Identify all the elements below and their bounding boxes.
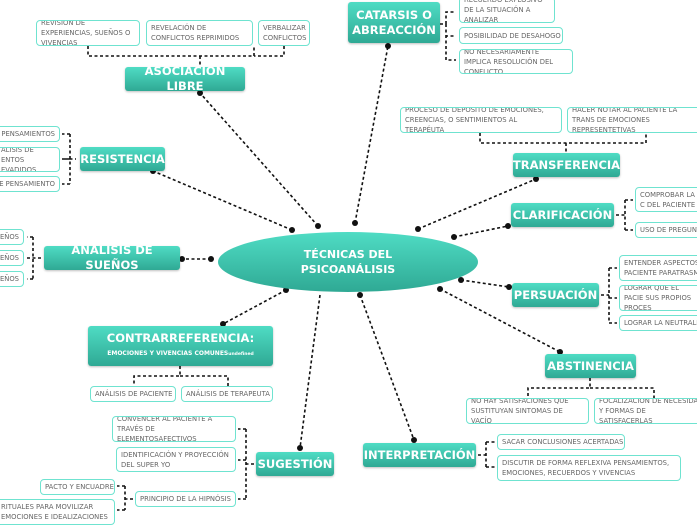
contrarreferencia-title: CONTRARREFERENCIA:: [106, 330, 255, 345]
sub-comprobar[interactable]: COMPROBAR LA C DEL PACIENTE: [635, 187, 697, 212]
subtitle-text: EMOCIONES Y VIVENCIAS COMUNES: [107, 349, 229, 357]
sub-pacto-encuadre[interactable]: PACTO Y ENCUADRE: [40, 479, 115, 495]
sub-resistencia-1[interactable]: PENSAMIENTOS: [0, 126, 60, 142]
sub-no-hay-satisfaciones[interactable]: NO HAY SATISFACIONES QUE SUSTITUYAN SINT…: [466, 398, 589, 424]
sub-suenos-3[interactable]: EÑOS: [0, 271, 24, 287]
node-abstinencia[interactable]: ABSTINENCIA: [545, 354, 636, 378]
sub-neutralidad[interactable]: LOGRAR LA NEUTRALI: [619, 315, 697, 331]
sub-analisis-paciente[interactable]: ANÁLISIS DE PACIENTE: [90, 386, 176, 402]
sub-sacar-conclusiones[interactable]: SACAR CONCLUSIONES ACERTADAS: [497, 434, 625, 450]
sub-suenos-2[interactable]: EÑOS: [0, 250, 24, 266]
central-topic-line2: PSICOANÁLISIS: [300, 263, 396, 276]
contrarreferencia-subtitle: EMOCIONES Y VIVENCIAS COMUNESundefined: [107, 346, 254, 362]
node-transferencia[interactable]: TRANSFERENCIA: [513, 153, 620, 177]
sub-hacer-notar[interactable]: HACER NOTAR AL PACIENTE LA TRANS DE EMOC…: [567, 107, 697, 133]
node-clarificacion[interactable]: CLARIFICACIÓN: [511, 203, 614, 227]
sub-convencer[interactable]: CONVENCER AL PACIENTE A TRAVÉS DE ELEMEN…: [112, 416, 236, 442]
sub-verbalizar[interactable]: VERBALIZAR CONFLICTOS: [258, 20, 310, 46]
sub-uso-preguntas[interactable]: USO DE PREGUNT: [635, 222, 697, 238]
sub-proceso-deposito[interactable]: PROCESO DE DEPOSITO DE EMOCIONES, CREENC…: [400, 107, 562, 133]
subtitle-suffix: undefined: [228, 351, 254, 357]
central-topic[interactable]: TÉCNICAS DEL PSICOANÁLISIS: [218, 232, 478, 292]
node-persuacion[interactable]: PERSUACIÓN: [512, 283, 599, 307]
sub-entender[interactable]: ENTENDER ASPECTOS PACIENTE PARATRASM: [619, 255, 697, 281]
sub-desahogo[interactable]: POSIBILIDAD DE DESAHOGO: [459, 27, 563, 44]
sub-suenos-1[interactable]: EÑOS: [0, 229, 24, 245]
node-asociacion-libre[interactable]: ASOCIACIÓN LIBRE: [125, 64, 245, 93]
node-sugestion[interactable]: SUGESTIÓN: [256, 452, 334, 476]
sub-identificacion[interactable]: IDENTIFICACIÓN Y PROYECCIÓN DEL SUPER YO: [116, 447, 236, 472]
node-interpretacion[interactable]: INTERPRETACIÓN: [363, 443, 476, 467]
sub-focalizacion[interactable]: FOCALIZACIÓN DE NECESIDA Y FORMAS DE SAT…: [594, 398, 697, 424]
node-resistencia[interactable]: RESISTENCIA: [80, 147, 165, 171]
sub-principio-hipnosis[interactable]: PRINCIPIO DE LA HIPNÓSIS: [135, 491, 236, 507]
central-topic-line1: TÉCNICAS DEL: [303, 248, 393, 261]
sub-analisis-terapeuta[interactable]: ANÁLISIS DE TERAPEUTA: [181, 386, 273, 402]
sub-recuerdo[interactable]: RECUERDO EXPLOSIVO DE LA SITUACIÓN A ANA…: [459, 0, 555, 23]
sub-revelacion[interactable]: REVELACIÓN DE CONFLICTOS REPRIMIDOS: [146, 20, 253, 46]
node-contrarreferencia[interactable]: CONTRARREFERENCIA: EMOCIONES Y VIVENCIAS…: [88, 326, 273, 366]
sub-discutir[interactable]: DISCUTIR DE FORMA REFLEXIVA PENSAMIENTOS…: [497, 455, 681, 481]
node-catarsis[interactable]: CATARSIS O ABREACCIÓN: [348, 2, 440, 43]
node-analisis-suenos[interactable]: ANÁLISIS DE SUEÑOS: [44, 243, 180, 272]
sub-revision[interactable]: REVISIÓN DE EXPERIENCIAS, SUEÑOS O VIVEN…: [36, 20, 140, 46]
sub-resistencia-3[interactable]: E PENSAMIENTO: [0, 176, 60, 192]
sub-rituales[interactable]: RITUALES PARA MOVILIZAR EMOCIONES E IDEA…: [0, 499, 115, 525]
sub-resistencia-2[interactable]: ÁLISIS DE ENTOS EVADIDOS: [0, 147, 60, 172]
sub-lograr-paciente[interactable]: LOGRAR QUE EL PACIE SUS PROPIOS PROCES: [619, 285, 697, 311]
sub-no-implica[interactable]: NO NECESARIAMENTE IMPLICA RESOLUCIÓN DEL…: [459, 49, 573, 74]
